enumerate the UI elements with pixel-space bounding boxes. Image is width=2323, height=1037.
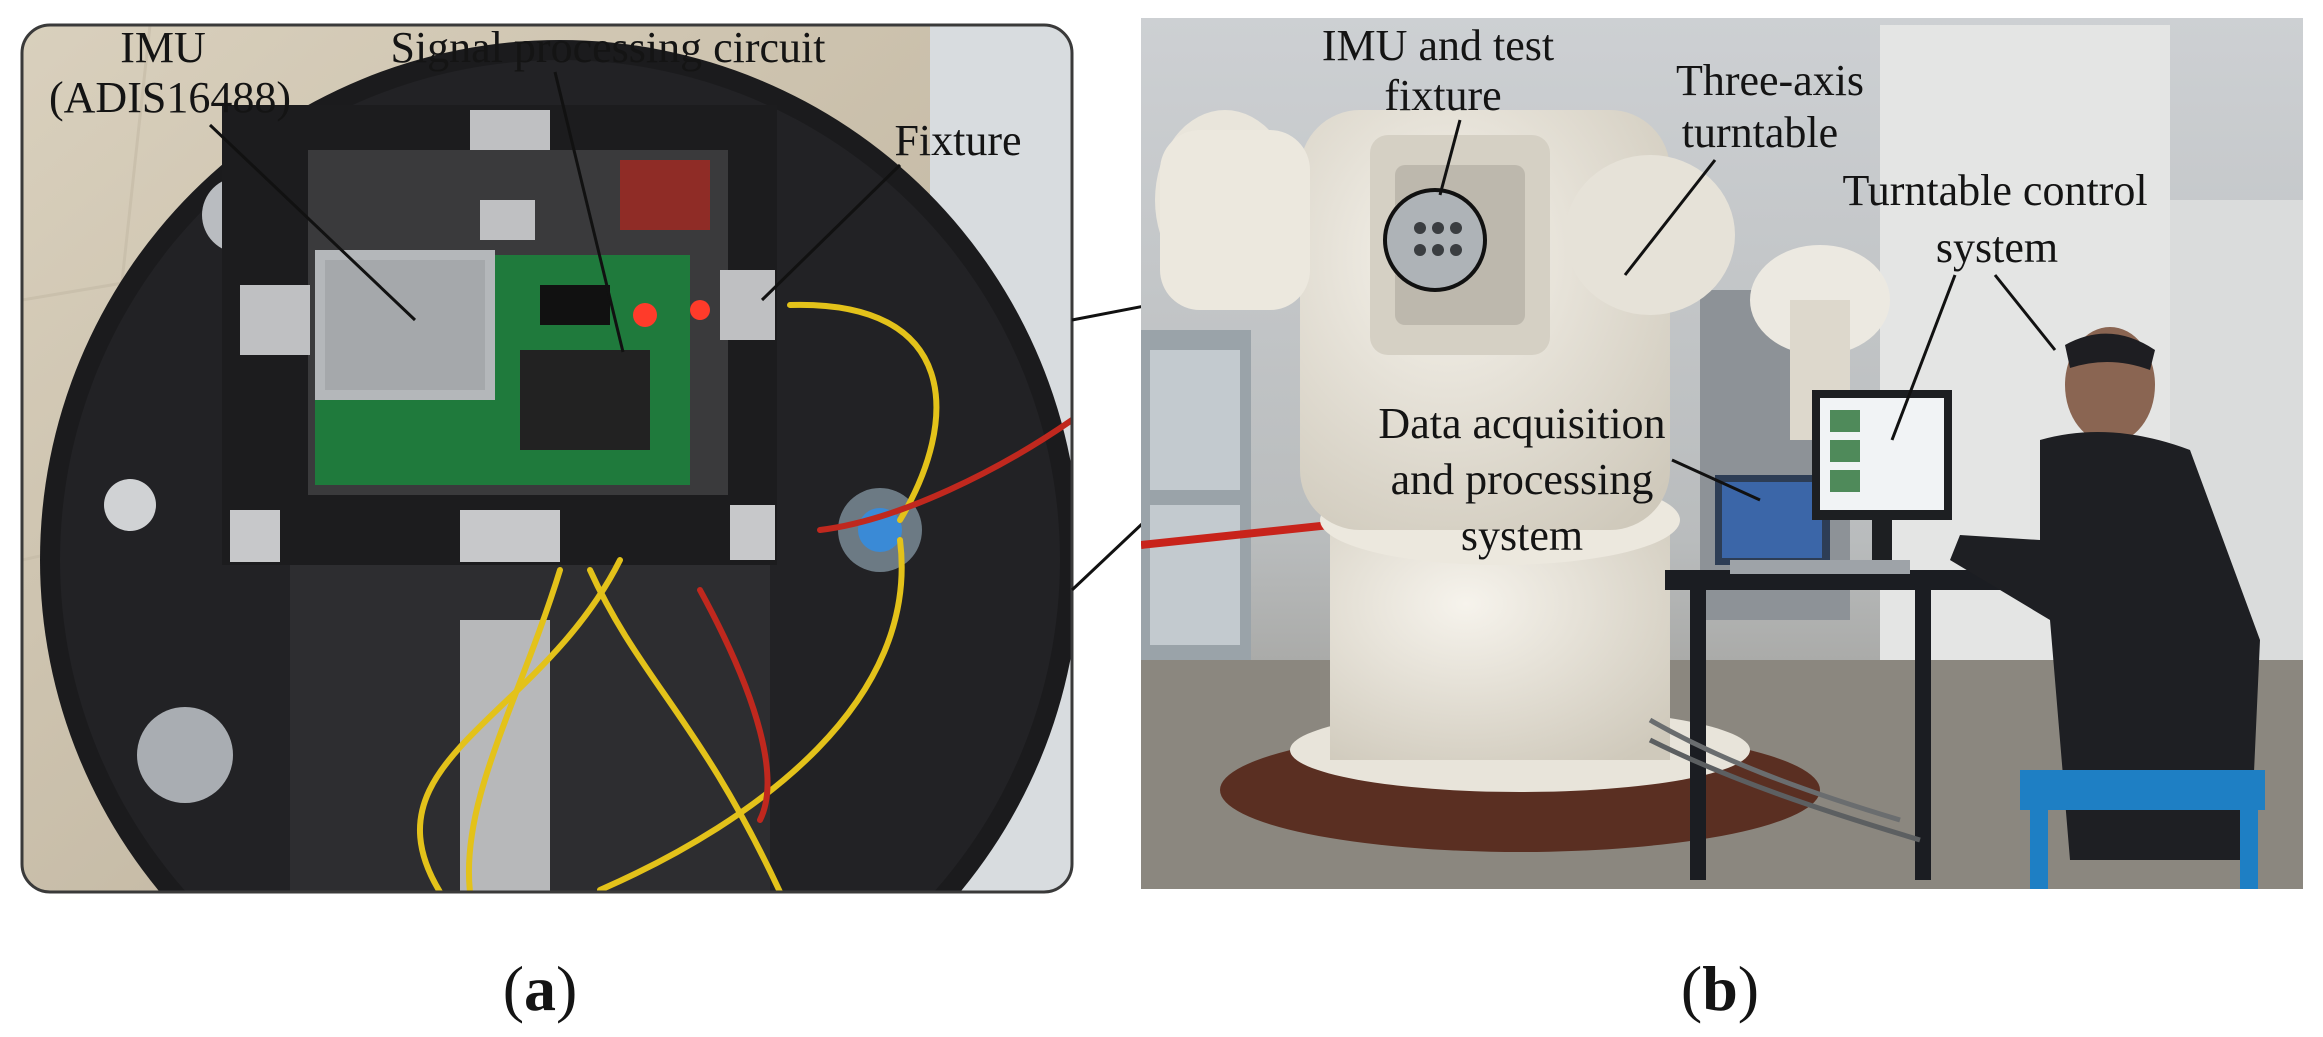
leader-control-a	[1890, 274, 1957, 441]
panel-a-border	[20, 23, 1074, 894]
label-imu: IMU	[120, 23, 206, 72]
leader-imu-fixture	[1438, 119, 1462, 196]
panel-a-photo	[22, 25, 1072, 892]
label-signal-processing-circuit: Signal processing circuit	[390, 23, 825, 72]
panel-b-photo	[1141, 18, 2303, 889]
label-imu-model: (ADIS16488)	[49, 73, 291, 122]
yellow-wire	[465, 567, 563, 892]
label-imu-fixture: fixture	[1384, 71, 1501, 120]
label-and-processing: and processing	[1391, 455, 1654, 504]
label-imu-and-test: IMU and test	[1322, 21, 1554, 70]
bolt	[104, 479, 156, 531]
label-turntable-control: Turntable control	[1842, 166, 2147, 215]
leader-turntable	[1623, 159, 1717, 276]
caption-a: (a)	[503, 953, 578, 1024]
leader-control-b	[1993, 274, 2057, 351]
monitor	[1812, 390, 1952, 560]
red-wire	[697, 587, 771, 823]
imu-fixture-marker	[1383, 188, 1487, 292]
label-control-system: system	[1936, 223, 2058, 272]
leader-imu	[208, 123, 417, 322]
operator-person	[1950, 327, 2260, 860]
caption-b: (b)	[1681, 953, 1759, 1024]
label-turntable: turntable	[1682, 108, 1838, 157]
label-fixture: Fixture	[894, 116, 1021, 165]
leader-fixture	[760, 163, 902, 302]
blue-stool	[2020, 770, 2265, 889]
label-daq-system: system	[1461, 511, 1583, 560]
label-three-axis: Three-axis	[1676, 56, 1864, 105]
yellow-wire	[597, 537, 905, 892]
red-wire	[817, 417, 1072, 533]
laptop	[1715, 475, 1910, 574]
yellow-wire	[587, 567, 783, 892]
knob	[137, 707, 233, 803]
label-data-acquisition: Data acquisition	[1378, 399, 1665, 448]
imu-module	[315, 250, 495, 400]
leader-signal-processing	[553, 71, 625, 353]
leader-daq	[1671, 458, 1761, 502]
yellow-wire	[416, 557, 623, 892]
yellow-wire	[787, 301, 940, 523]
